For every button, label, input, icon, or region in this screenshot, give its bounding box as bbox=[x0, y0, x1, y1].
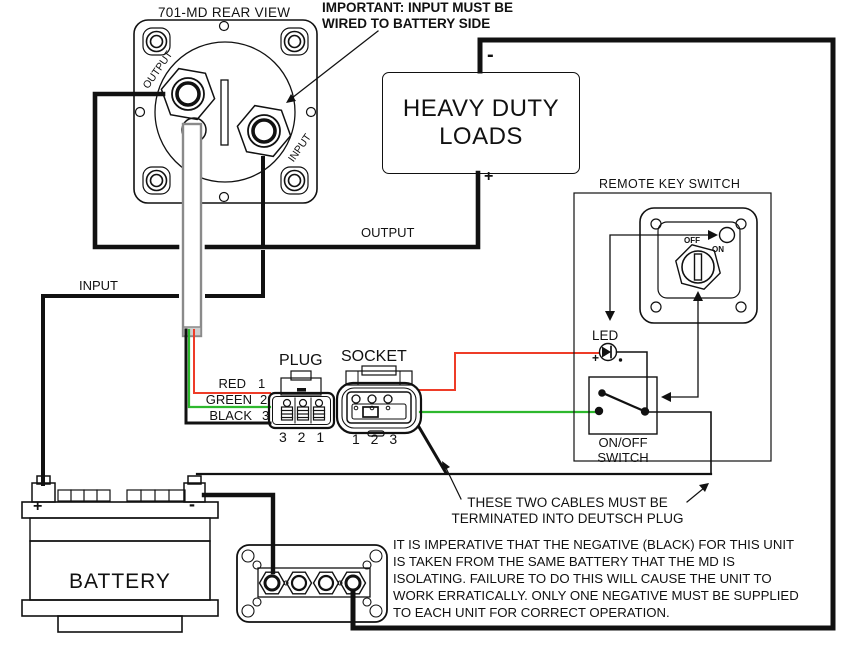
signal-wires bbox=[184, 328, 600, 425]
black-wire-label: BLACK bbox=[209, 408, 252, 423]
lamp-to-led-arrow bbox=[605, 230, 718, 321]
output-stud bbox=[160, 67, 216, 121]
black-wire-pin: 3 bbox=[262, 408, 270, 423]
on-off-switch-label: ON/OFF SWITCH bbox=[575, 435, 671, 466]
green-wire-label: GREEN bbox=[205, 392, 252, 407]
warning-line: WORK ERRATICALLY. ONLY ONE NEGATIVE MUST… bbox=[393, 587, 799, 603]
deutsch-plug bbox=[267, 370, 336, 430]
switch-to-key-arrow bbox=[661, 291, 703, 402]
red-wire-right bbox=[419, 352, 600, 391]
output-wire bbox=[92, 91, 481, 250]
switch-drop-wire bbox=[644, 411, 712, 474]
socket-pin-numbers: 1 2 3 bbox=[352, 431, 400, 447]
deutsch-cables bbox=[195, 411, 713, 476]
on-off-switch-label-line2: SWITCH bbox=[597, 449, 649, 465]
heavy-duty-loads-box: HEAVY DUTY LOADS bbox=[382, 72, 580, 174]
input-wire-label: INPUT bbox=[79, 278, 118, 293]
important-note-arrow bbox=[286, 30, 379, 103]
loads-negative-sign: - bbox=[487, 44, 494, 66]
battery-switch-rear-view bbox=[133, 19, 318, 204]
important-note-line2: WIRED TO BATTERY SIDE bbox=[322, 15, 491, 31]
loads-line2: LOADS bbox=[439, 123, 523, 150]
on-off-switch bbox=[588, 376, 658, 435]
socket-label: SOCKET bbox=[341, 348, 407, 365]
remote-key-switch bbox=[573, 192, 772, 462]
battery-label: BATTERY bbox=[69, 570, 171, 593]
plug-label: PLUG bbox=[279, 352, 323, 369]
rear-view-title: 701-MD REAR VIEW bbox=[158, 5, 291, 20]
battery-negative-post bbox=[183, 475, 206, 503]
input-wire bbox=[41, 156, 265, 486]
plug-pin-numbers: 3 2 1 bbox=[279, 429, 327, 445]
key-off-label: OFF bbox=[684, 236, 700, 245]
led-to-switch-wire bbox=[615, 351, 648, 409]
loads-positive-sign: + bbox=[484, 168, 494, 185]
led-plus-sign: + bbox=[592, 351, 600, 365]
battery-negative-sign: - bbox=[189, 494, 195, 514]
loads-line1: HEAVY DUTY bbox=[402, 95, 560, 122]
battery-drawing bbox=[21, 475, 219, 633]
on-off-switch-label-line1: ON/OFF bbox=[598, 435, 648, 450]
output-wire-label: OUTPUT bbox=[361, 225, 415, 240]
battery-positive-post bbox=[31, 475, 56, 503]
cables-note-line2: TERMINATED INTO DEUTSCH PLUG bbox=[451, 510, 684, 526]
warning-line: IS TAKEN FROM THE SAME BATTERY THAT THE … bbox=[393, 553, 735, 569]
bus-bar-terminals bbox=[258, 571, 367, 595]
deutsch-socket bbox=[335, 365, 423, 437]
warning-line: TO EACH UNIT FOR CORRECT OPERATION. bbox=[393, 604, 670, 620]
cables-note: THESE TWO CABLES MUST BE TERMINATED INTO… bbox=[420, 495, 715, 527]
led-label: LED bbox=[592, 328, 619, 343]
negative-warning-text: IT IS IMPERATIVE THAT THE NEGATIVE (BLAC… bbox=[393, 537, 845, 622]
corner-bolts bbox=[145, 30, 306, 192]
key-on-label: ON bbox=[712, 245, 724, 254]
warning-line: ISOLATING. FAILURE TO DO THIS WILL CAUSE… bbox=[393, 570, 772, 586]
battery-negative-wire bbox=[201, 492, 276, 575]
red-wire-pin: 1 bbox=[258, 376, 266, 391]
red-wire-label: RED bbox=[218, 376, 246, 391]
indicator-lamp bbox=[718, 226, 736, 244]
input-stud bbox=[236, 104, 292, 158]
important-note-line1: IMPORTANT: INPUT MUST BE bbox=[322, 0, 513, 15]
bus-bar bbox=[236, 544, 388, 623]
battery-vent-caps bbox=[57, 489, 186, 502]
green-wire-left bbox=[187, 328, 272, 409]
green-wire-pin: 2 bbox=[260, 392, 268, 407]
battery-positive-sign: + bbox=[33, 498, 43, 515]
control-cable bbox=[181, 122, 203, 338]
important-note: IMPORTANT: INPUT MUST BE WIRED TO BATTER… bbox=[322, 0, 513, 31]
socket-cable bbox=[416, 424, 449, 476]
black-wire-left bbox=[184, 328, 272, 425]
remote-key-switch-title: REMOTE KEY SWITCH bbox=[599, 177, 741, 191]
cables-note-line1: THESE TWO CABLES MUST BE bbox=[467, 495, 668, 510]
red-wire-left bbox=[193, 329, 271, 394]
warning-line: IT IS IMPERATIVE THAT THE NEGATIVE (BLAC… bbox=[393, 537, 795, 552]
cables-note-arrows bbox=[442, 461, 709, 503]
